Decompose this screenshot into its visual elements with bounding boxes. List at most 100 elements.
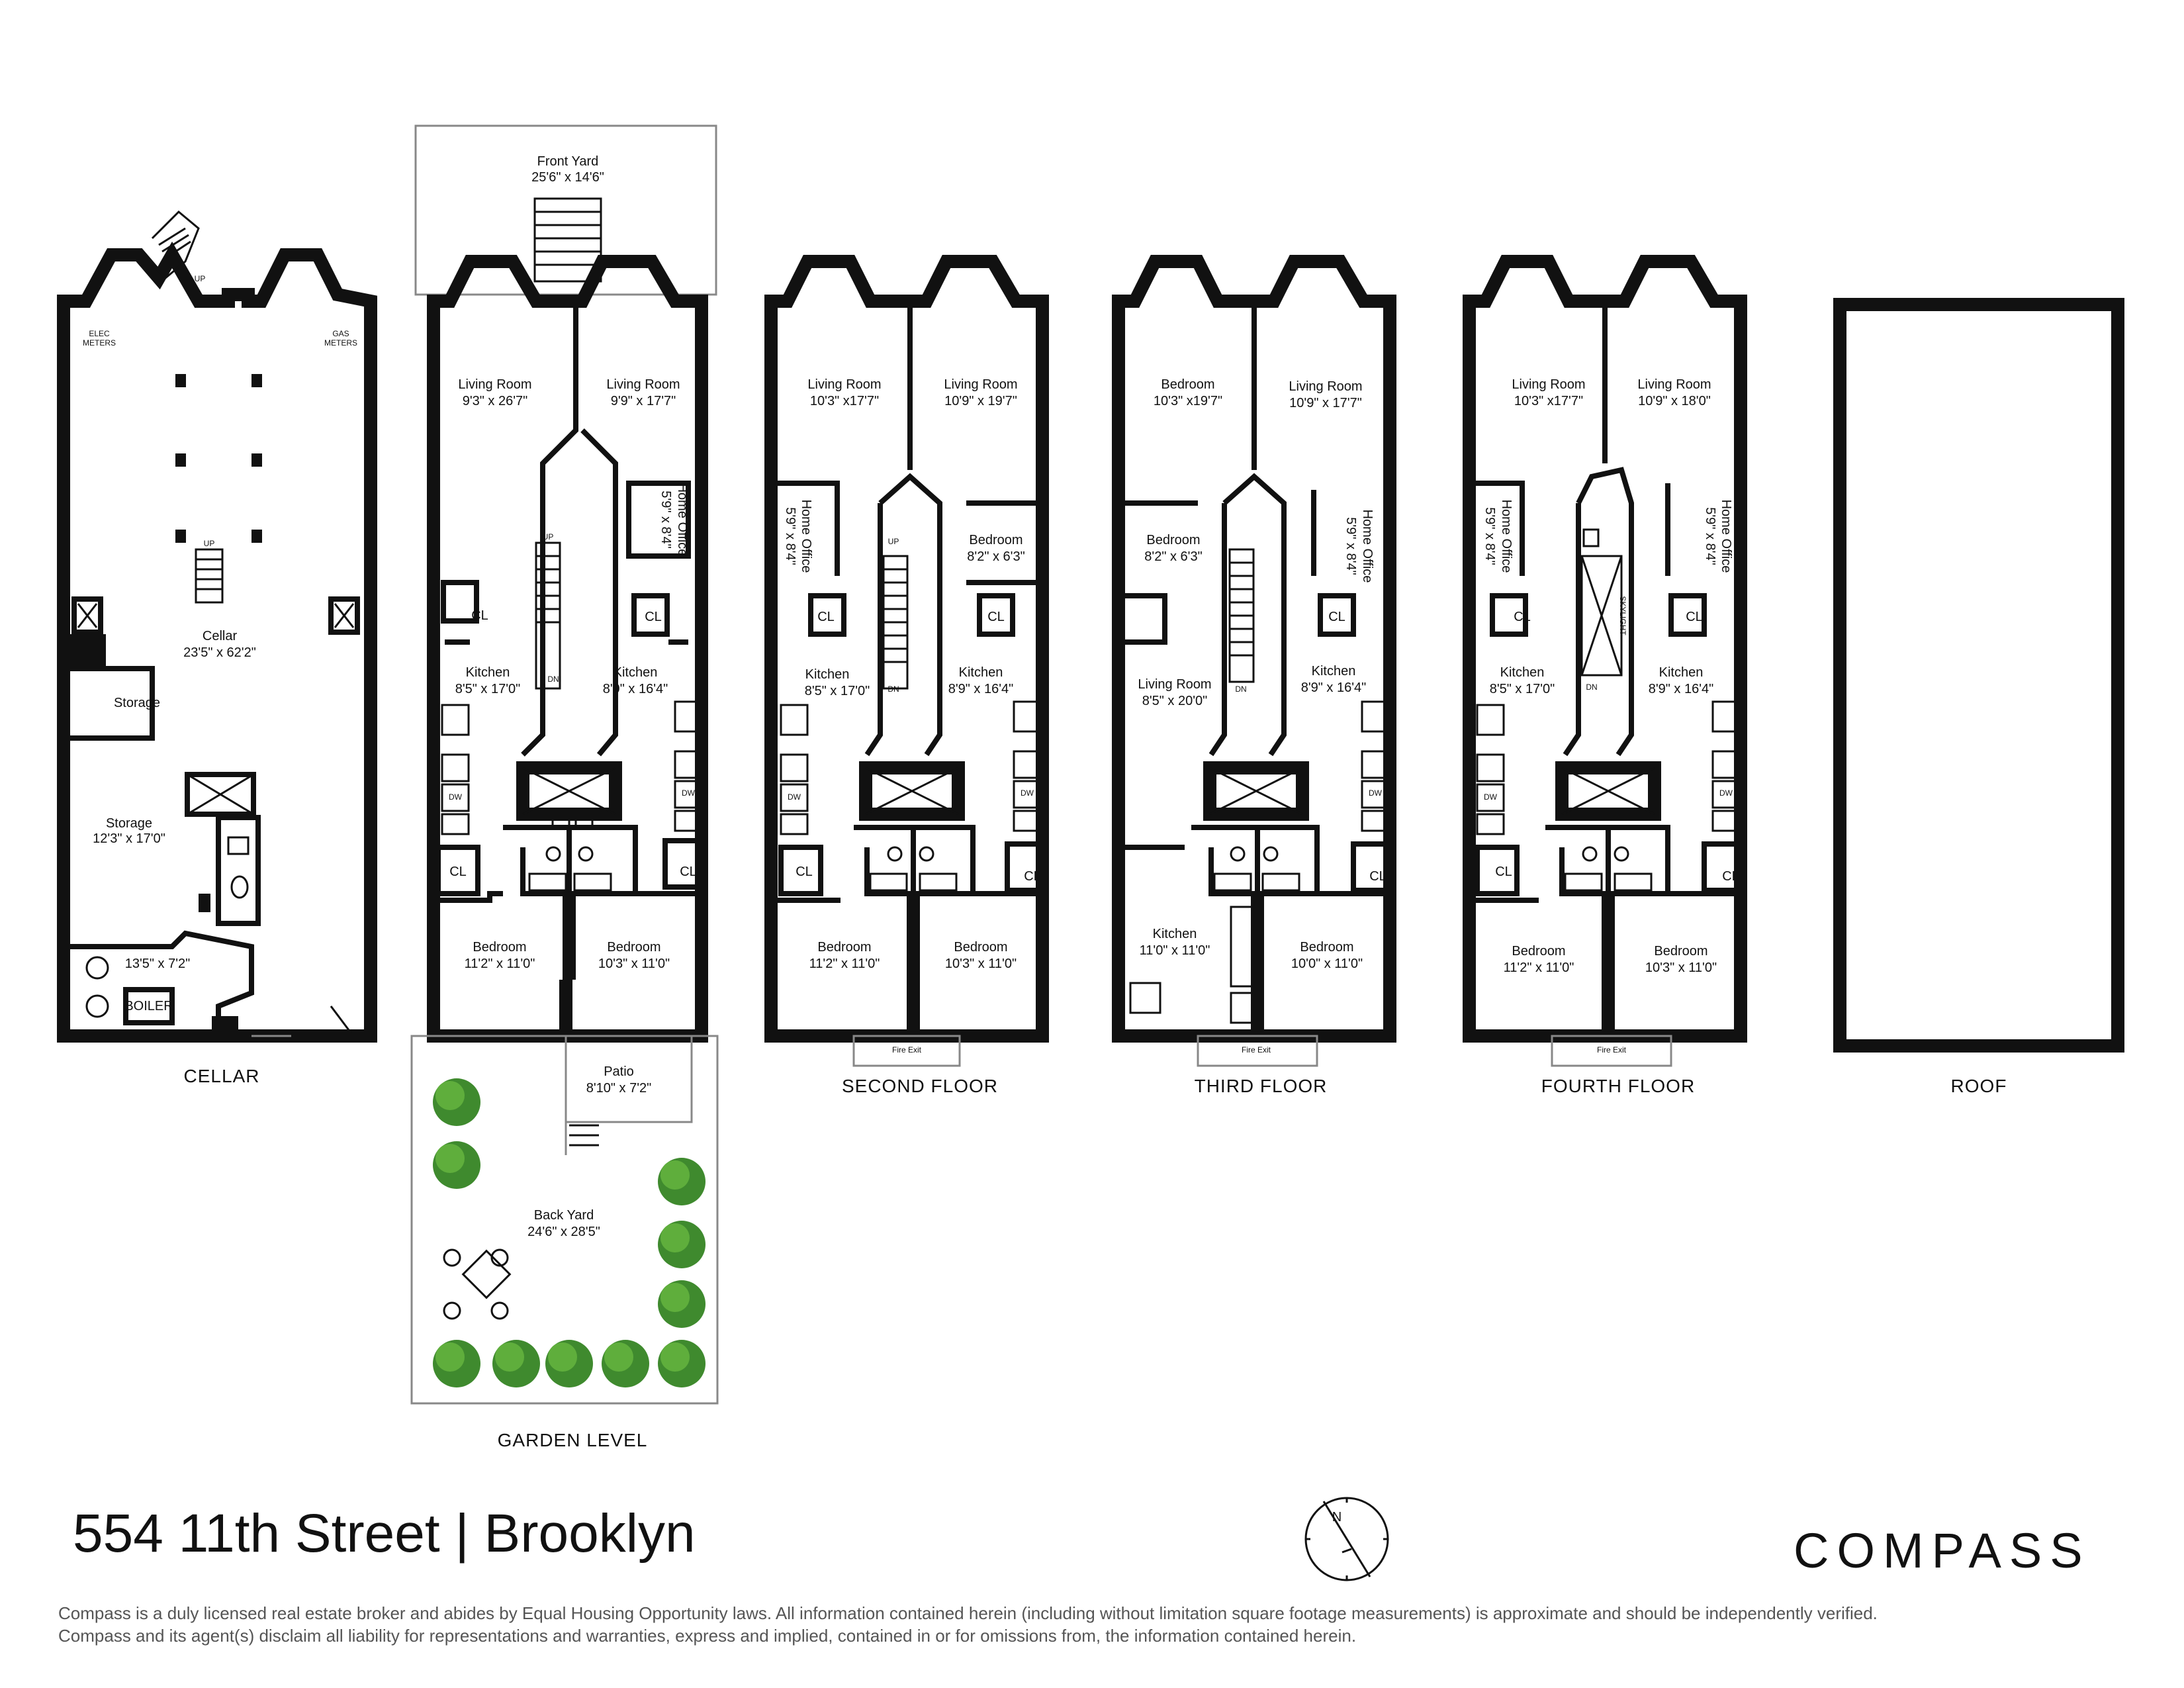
fourth-kitchen-r-size: 8'9" x 16'4" bbox=[1649, 682, 1714, 696]
fourth-cl-3: CL bbox=[1495, 865, 1512, 879]
third-cl-2: CL bbox=[1369, 869, 1387, 884]
fourth-cl-2: CL bbox=[1686, 610, 1703, 624]
fourth-office-r-size: 5'9" x 8'4" bbox=[1703, 507, 1717, 565]
garden-living-l-size: 9'3" x 26'7" bbox=[463, 394, 528, 408]
front-yard-name: Front Yard bbox=[537, 154, 599, 169]
fourth-office-l-name: Home Office bbox=[1499, 500, 1514, 573]
floor-title-cellar: CELLAR bbox=[184, 1066, 260, 1086]
second-kitchen-l-name: Kitchen bbox=[805, 667, 850, 682]
cellar-room-name: Cellar bbox=[203, 629, 238, 643]
third-fire-exit: Fire Exit bbox=[1242, 1045, 1271, 1055]
compass-north-label: N bbox=[1332, 1510, 1342, 1524]
roof-plan bbox=[1833, 298, 2124, 1053]
second-bed-r-size: 10'3" x 11'0" bbox=[945, 957, 1017, 971]
third-kitchen-r-size: 8'9" x 16'4" bbox=[1301, 680, 1367, 695]
patio-name: Patio bbox=[604, 1064, 634, 1079]
fourth-cl-1: CL bbox=[1514, 610, 1531, 624]
fourth-office-l-size: 5'9" x 8'4" bbox=[1482, 507, 1497, 565]
elec-meters-label-2: METERS bbox=[83, 338, 116, 348]
floor-title-second: SECOND FLOOR bbox=[842, 1076, 998, 1096]
cellar-plan bbox=[57, 210, 377, 1043]
second-living-r-name: Living Room bbox=[944, 377, 1017, 392]
second-cl-1: CL bbox=[817, 610, 835, 624]
fourth-floor-plan bbox=[1463, 255, 1747, 1067]
third-floor-plan bbox=[1112, 255, 1396, 1067]
second-floor-plan bbox=[764, 255, 1049, 1067]
garden-bed-r-size: 10'3" x 11'0" bbox=[598, 957, 670, 971]
second-office-size: 5'9" x 8'4" bbox=[783, 507, 797, 565]
fourth-bed-r-name: Bedroom bbox=[1654, 944, 1707, 959]
floor-title-roof: ROOF bbox=[1951, 1076, 2007, 1096]
boiler-label: BOILER bbox=[124, 999, 173, 1013]
garden-dw-2: DW bbox=[682, 788, 696, 798]
second-cl-4: CL bbox=[1024, 869, 1041, 884]
third-office-size: 5'9" x 8'4" bbox=[1343, 517, 1358, 575]
garden-cl-3: CL bbox=[449, 865, 467, 879]
second-living-r-size: 10'9" x 19'7" bbox=[944, 394, 1017, 408]
second-cl-2: CL bbox=[987, 610, 1005, 624]
third-kitchen-r-name: Kitchen bbox=[1312, 664, 1356, 679]
second-kitchen-r-size: 8'9" x 16'4" bbox=[948, 682, 1014, 696]
third-kitchen-b-size: 11'0" x 11'0" bbox=[1140, 943, 1210, 958]
third-cl-1: CL bbox=[1328, 610, 1345, 624]
patio-size: 8'10" x 7'2" bbox=[586, 1081, 652, 1096]
fourth-living-r-name: Living Room bbox=[1637, 377, 1711, 392]
garden-office-size: 5'9" x 8'4" bbox=[659, 491, 673, 548]
front-yard-size: 25'6" x 14'6" bbox=[531, 170, 604, 185]
garden-cl-4: CL bbox=[680, 865, 697, 879]
back-yard-trees bbox=[433, 1078, 705, 1387]
second-office-name: Home Office bbox=[799, 500, 813, 573]
second-dw-1: DW bbox=[788, 792, 801, 802]
garden-office-name: Home Office bbox=[675, 483, 690, 557]
fourth-living-l-name: Living Room bbox=[1512, 377, 1585, 392]
back-yard-size: 24'6" x 28'5" bbox=[527, 1225, 600, 1239]
third-dn-label: DN bbox=[1235, 684, 1246, 694]
garden-bed-r-name: Bedroom bbox=[607, 940, 660, 955]
floor-title-fourth: FOURTH FLOOR bbox=[1541, 1076, 1695, 1096]
second-up-label: UP bbox=[888, 537, 899, 546]
fourth-dw-2: DW bbox=[1719, 788, 1733, 798]
third-bedroom-mid-name: Bedroom bbox=[1146, 533, 1200, 547]
compass-logo: COMPASS bbox=[1794, 1523, 2091, 1578]
storage-label: Storage bbox=[114, 696, 160, 710]
garden-dw-1: DW bbox=[449, 792, 463, 802]
garden-living-r-size: 9'9" x 17'7" bbox=[611, 394, 676, 408]
second-fire-exit: Fire Exit bbox=[892, 1045, 922, 1055]
garden-kitchen-l-name: Kitchen bbox=[466, 665, 510, 680]
garden-cl-1: CL bbox=[471, 608, 488, 623]
fourth-dn-label: DN bbox=[1586, 682, 1597, 692]
second-cl-3: CL bbox=[796, 865, 813, 879]
third-office-name: Home Office bbox=[1360, 510, 1375, 583]
fourth-bed-l-size: 11'2" x 11'0" bbox=[1504, 961, 1574, 975]
gas-meters-label: GAS bbox=[332, 329, 349, 338]
third-living-r-name: Living Room bbox=[1289, 379, 1362, 394]
garden-up-label: UP bbox=[543, 532, 554, 541]
garden-kitchen-r-name: Kitchen bbox=[614, 665, 658, 680]
second-bed-l-name: Bedroom bbox=[817, 940, 871, 955]
garden-kitchen-l-size: 8'5" x 17'0" bbox=[455, 682, 521, 696]
garden-living-r-name: Living Room bbox=[606, 377, 680, 392]
elec-meters-label: ELEC bbox=[89, 329, 110, 338]
property-address: 554 11th Street | Brooklyn bbox=[73, 1503, 696, 1564]
third-bed-r-size: 10'0" x 11'0" bbox=[1291, 957, 1363, 971]
third-living-r-size: 10'9" x 17'7" bbox=[1289, 396, 1362, 410]
fourth-fire-exit: Fire Exit bbox=[1597, 1045, 1627, 1055]
cellar-up-label: UP bbox=[195, 274, 206, 283]
garden-kitchen-r-size: 8'9" x 16'4" bbox=[603, 682, 668, 696]
fourth-bed-l-name: Bedroom bbox=[1512, 944, 1565, 959]
second-dn-label: DN bbox=[887, 684, 899, 694]
disclaimer-line-2: Compass and its agent(s) disclaim all li… bbox=[58, 1626, 1357, 1646]
garden-level-plan bbox=[410, 124, 719, 1405]
garden-bed-l-name: Bedroom bbox=[473, 940, 526, 955]
third-kitchen-b-name: Kitchen bbox=[1153, 927, 1197, 941]
third-living-mid-name: Living Room bbox=[1138, 677, 1211, 692]
second-living-l-name: Living Room bbox=[807, 377, 881, 392]
disclaimer-line-1: Compass is a duly licensed real estate b… bbox=[58, 1603, 1878, 1623]
second-bed-l-size: 11'2" x 11'0" bbox=[809, 957, 880, 971]
garden-living-l-name: Living Room bbox=[458, 377, 531, 392]
fourth-cl-4: CL bbox=[1722, 869, 1739, 884]
legal-disclaimer: Compass is a duly licensed real estate b… bbox=[58, 1602, 2136, 1647]
storage2-size: 12'3" x 17'0" bbox=[93, 831, 165, 846]
floor-title-third: THIRD FLOOR bbox=[1195, 1076, 1328, 1096]
